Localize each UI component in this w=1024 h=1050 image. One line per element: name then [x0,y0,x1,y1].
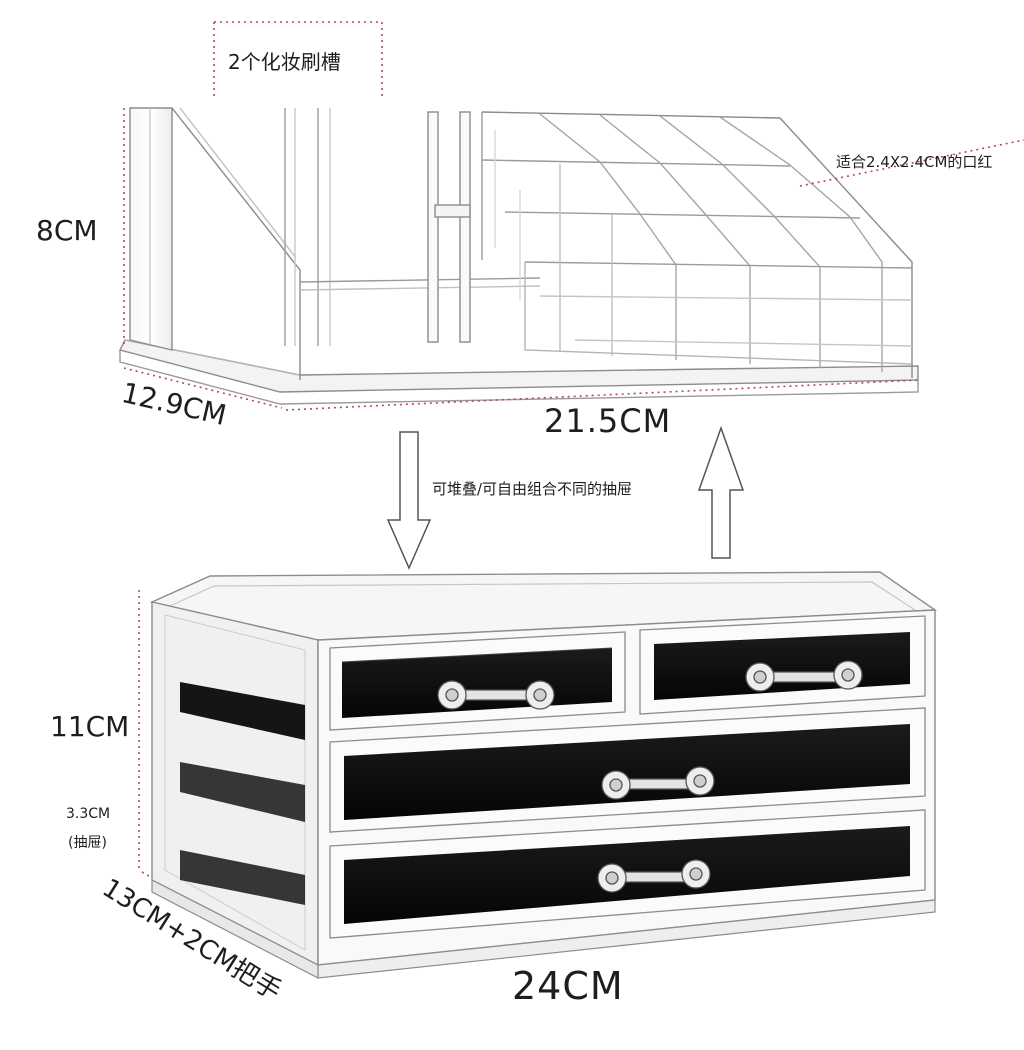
lipstick-pointer-line [799,139,1024,187]
drawer-middle [329,707,926,833]
top-width-label: 21.5CM [544,402,672,440]
top-width-line [285,379,921,411]
drawer-top-right [639,615,926,715]
down-arrow-icon [386,431,432,570]
drawer-knob-icon [601,766,715,800]
lipstick-organizer [118,107,919,405]
bottom-width-label: 24CM [512,964,624,1008]
drawer-height-label: 3.3CM [66,806,111,822]
top-height-label: 8CM [36,214,98,247]
drawer-height-unit-label: (抽屉) [68,835,107,851]
drawer-knob-icon [597,859,711,893]
lipstick-fit-label: 适合2.4X2.4CM的口红 [836,153,993,171]
bottom-height-label: 11CM [50,710,130,743]
drawer-top-left [329,631,626,731]
brush-slots-label: 2个化妆刷槽 [228,50,341,74]
drawer-unit [149,571,938,979]
drawer-knob-icon [437,680,555,710]
stack-note-label: 可堆叠/可自由组合不同的抽屉 [432,480,633,498]
up-arrow-icon [697,425,745,559]
drawer-knob-icon [745,660,863,692]
